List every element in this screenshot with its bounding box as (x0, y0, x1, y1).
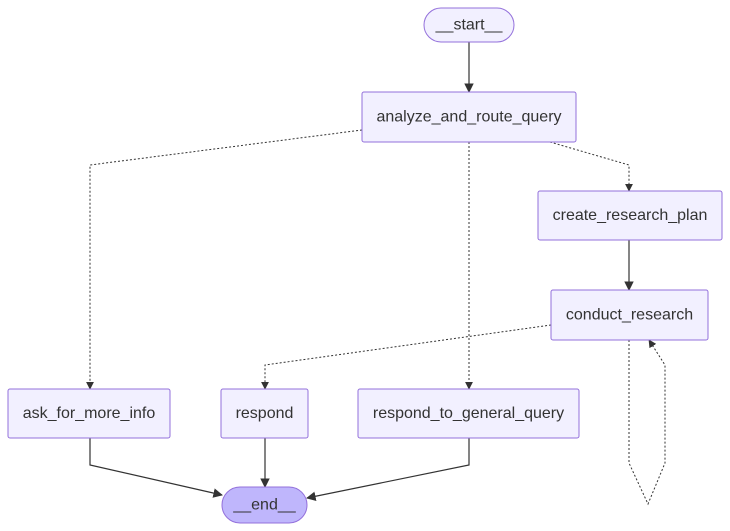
node-respond-label: respond (236, 405, 294, 422)
node-analyze-and-route-query[interactable]: analyze_and_route_query (361, 91, 577, 143)
edges (86, 42, 666, 506)
edge-analyze-to-ask-more-info[interactable] (86, 129, 363, 390)
node-ask-for-more-info[interactable]: ask_for_more_info (7, 388, 171, 439)
node-respond-general-label: respond_to_general_query (373, 405, 564, 422)
node-respond-to-general-query[interactable]: respond_to_general_query (357, 388, 580, 439)
node-start[interactable]: __start__ (423, 7, 515, 43)
edge-analyze-to-create-plan[interactable] (549, 141, 633, 192)
node-start-label: __start__ (435, 17, 504, 34)
node-conduct-research[interactable]: conduct_research (550, 289, 709, 341)
node-end[interactable]: __end__ (221, 486, 308, 524)
node-ask-more-label: ask_for_more_info (23, 405, 156, 422)
edge-conduct-self-loop[interactable] (628, 339, 666, 506)
edge-ask-more-info-to-end[interactable] (89, 438, 223, 498)
node-end-label: __end__ (232, 497, 296, 514)
nodes: __start__ analyze_and_route_query create… (7, 7, 723, 524)
node-create-research-plan[interactable]: create_research_plan (537, 190, 723, 241)
node-create-plan-label: create_research_plan (553, 207, 708, 224)
edge-conduct-to-respond[interactable] (261, 324, 552, 390)
node-conduct-label: conduct_research (566, 307, 693, 324)
edge-respond-general-to-end[interactable] (306, 438, 470, 501)
node-analyze-label: analyze_and_route_query (376, 109, 561, 126)
node-respond[interactable]: respond (220, 388, 309, 439)
